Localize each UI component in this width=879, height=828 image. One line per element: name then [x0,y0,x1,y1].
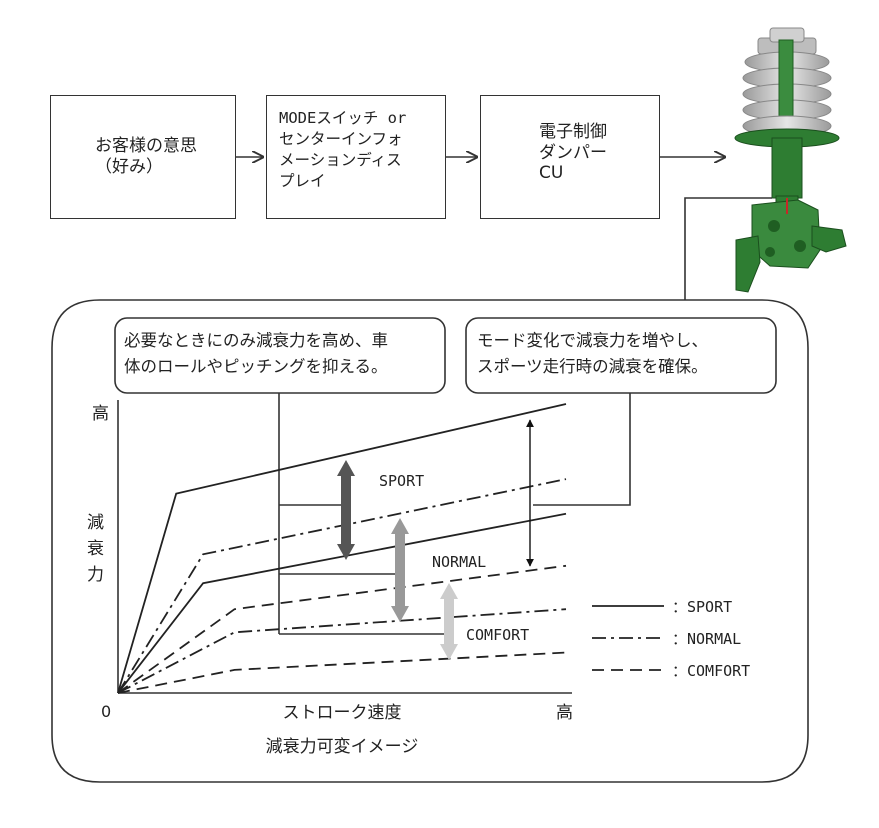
series-line-comfort [117,564,567,694]
series-line-normal [117,478,567,694]
callout-left-line: 体のロールやピッチングを抑える。 [124,357,388,376]
mode-label-sport: SPORT [379,472,424,490]
flow-box-customer-intent: お客様の意思 （好み） [50,95,236,219]
legend-label: ：COMFORT [672,662,750,680]
series-line-normal [117,608,567,694]
mode-label-comfort: COMFORT [466,626,529,644]
legend-label: ：NORMAL [672,630,741,648]
flow-box-mode-switch-text: MODEスイッチ or センターインフォ メーションディス プレイ [279,109,407,190]
series-line-comfort [117,651,567,694]
callout-right-box [465,317,777,394]
right-callout-connector [533,393,631,506]
chart-caption: 減衰力可変イメージ [266,737,419,757]
chart-panel-frame [51,299,809,783]
callout-right-line: スポーツ走行時の減衰を確保。 [477,357,708,376]
sport-range-arrow [337,460,355,560]
y-axis-label-char: 衰 [87,539,104,559]
legend-label: ：SPORT [672,598,732,616]
normal-range-arrow [391,518,409,622]
y-axis-label: 減衰力 [87,513,104,585]
y-axis-label-char: 減 [87,513,104,533]
comfort-range-arrow [440,583,458,660]
strut-illustration [734,27,847,293]
flow-box-damper-cu-text: 電子制御 ダンパー CU [539,122,607,184]
x-axis-label: ストローク速度 [283,703,402,723]
strut-leader-line [684,197,772,300]
flow-box-customer-intent-text: お客様の意思 （好み） [95,136,197,177]
series-line-sport [117,403,567,694]
flow-box-mode-switch: MODEスイッチ or センターインフォ メーションディス プレイ [266,95,446,219]
flow-box-damper-cu: 電子制御 ダンパー CU [480,95,660,219]
mode-label-normal: NORMAL [432,553,486,571]
callout-right-line: モード変化で減衰力を増やし、 [477,331,708,350]
callout-left-box [114,317,446,394]
x-tick-zero: 0 [101,702,111,721]
series-line-sport [117,512,567,694]
callout-right-text: モード変化で減衰力を増やし、スポーツ走行時の減衰を確保。 [477,331,708,376]
x-tick-high: 高 [556,703,573,723]
callout-left-line: 必要なときにのみ減衰力を高め、車 [124,331,388,350]
y-tick-high: 高 [92,404,109,424]
y-axis-label-char: 力 [87,565,104,585]
callout-left-text: 必要なときにのみ減衰力を高め、車体のロールやピッチングを抑える。 [124,331,388,376]
